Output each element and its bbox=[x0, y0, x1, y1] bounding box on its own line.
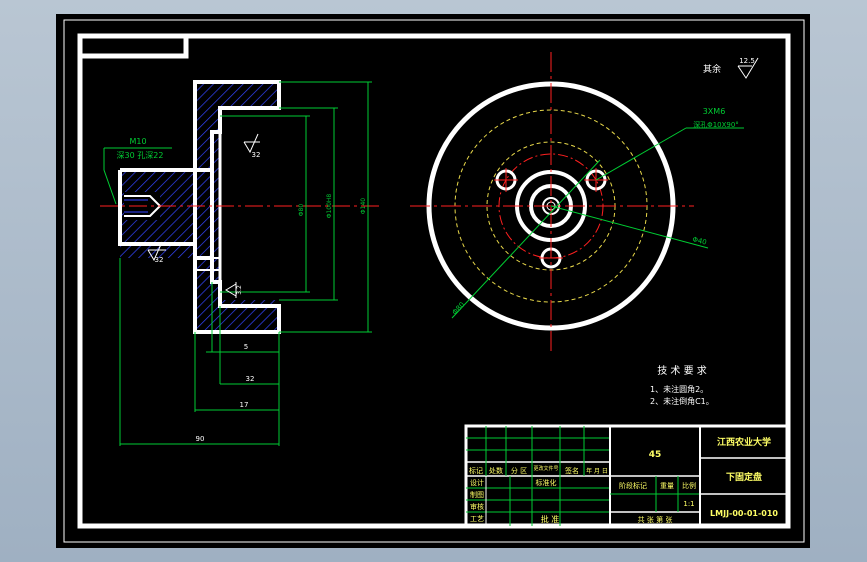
drawing-sheet bbox=[56, 14, 810, 548]
roughness-symbol-icon bbox=[243, 133, 259, 154]
tb-label-count: 处数 bbox=[489, 466, 503, 475]
section-outline-bottom bbox=[193, 258, 281, 334]
dim-text-d80: Φ80 bbox=[298, 204, 305, 217]
dim-text-d40: Φ40 bbox=[692, 235, 708, 246]
drawing-frame bbox=[77, 33, 791, 529]
tb-school: 江西农业大学 bbox=[717, 436, 771, 448]
tb-material: 45 bbox=[649, 450, 662, 460]
thread-note: M10 bbox=[129, 137, 146, 146]
roughness-value-1: 32 bbox=[252, 151, 261, 159]
side-view: Φ80 Φ100H8 Φ140 5 32 17 90 M10 深30 孔深22 … bbox=[100, 80, 380, 446]
sheet-trim-border bbox=[63, 19, 805, 543]
thread-leader bbox=[103, 148, 117, 205]
tb-part-name: 下固定盘 bbox=[726, 471, 762, 483]
dim-line-d40 bbox=[550, 205, 709, 249]
dim-line-d80 bbox=[451, 159, 601, 319]
roughness-rest-value: 12.5 bbox=[739, 57, 755, 65]
tb-label-draw: 制图 bbox=[470, 490, 484, 499]
tb-label-stage: 阶段标记 bbox=[619, 481, 647, 490]
tb-label-signature: 签名 bbox=[565, 466, 579, 475]
thread-depth-note: 深30 孔深22 bbox=[117, 151, 164, 160]
roughness-symbol-icon bbox=[147, 241, 163, 262]
dim-text-d140: Φ140 bbox=[360, 198, 367, 214]
tb-label-date: 年 月 日 bbox=[586, 467, 608, 475]
tb-label-mark: 标记 bbox=[469, 466, 483, 475]
tb-label-sheets: 共 张 第 张 bbox=[638, 515, 673, 524]
tb-scale: 1:1 bbox=[683, 500, 694, 508]
tb-label-approve: 批 准 bbox=[541, 514, 560, 524]
roughness-rest-icon bbox=[737, 57, 759, 79]
tb-label-weight: 重量 bbox=[660, 482, 674, 490]
tb-label-standard: 标准化 bbox=[536, 478, 557, 487]
roughness-rest-label: 其余 bbox=[703, 63, 721, 75]
tech-req-title: 技 术 要 求 bbox=[657, 364, 707, 377]
hole-note: 3XM6 bbox=[703, 107, 726, 116]
dim-text-17: 17 bbox=[240, 401, 249, 409]
roughness-value-2: 32 bbox=[155, 256, 164, 264]
tb-label-change-doc: 更改文件号 bbox=[533, 465, 558, 472]
hub-outline bbox=[118, 168, 212, 246]
dim-text-d100: Φ100H8 bbox=[326, 194, 333, 219]
dim-text-32: 32 bbox=[246, 375, 255, 383]
dim-text-5: 5 bbox=[244, 343, 248, 351]
tech-req-item: 2、未注倒角C1。 bbox=[650, 396, 714, 406]
tb-drawing-no: LMJJ-00-01-010 bbox=[710, 509, 778, 518]
tb-label-ratio: 比例 bbox=[682, 481, 696, 490]
dim-text-90: 90 bbox=[196, 435, 205, 443]
hole-leader bbox=[595, 127, 687, 181]
tb-label-process: 工艺 bbox=[470, 515, 484, 523]
tb-label-design: 设计 bbox=[470, 478, 484, 487]
roughness-value-3: 3.2 bbox=[236, 285, 243, 295]
title-block: 标记 处数 分 区 更改文件号 签名 年 月 日 设计 标准化 制图 审核 工艺… bbox=[464, 424, 790, 528]
roughness-symbol-icon bbox=[225, 283, 237, 297]
code-box bbox=[80, 36, 189, 59]
section-hatch bbox=[120, 82, 279, 332]
tech-req-item: 1、未注圆角2。 bbox=[650, 384, 708, 394]
tb-label-review: 审核 bbox=[470, 502, 484, 511]
tb-label-zone: 分 区 bbox=[511, 466, 527, 475]
hole-note-2: 深孔Φ10X90° bbox=[693, 120, 739, 129]
